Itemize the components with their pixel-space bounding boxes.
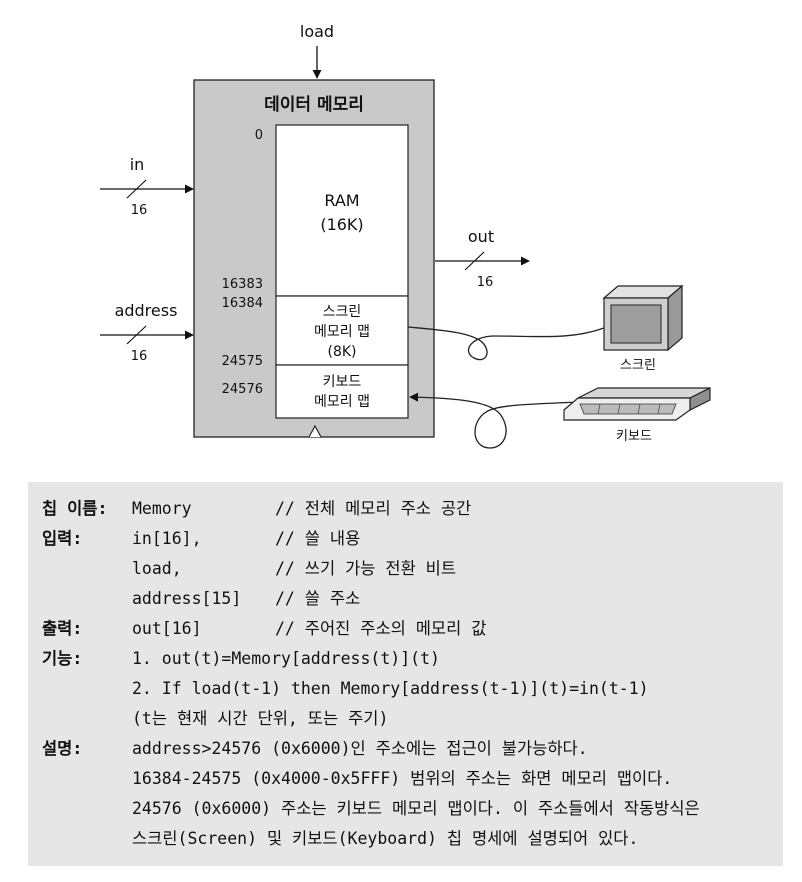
ram-size-label: (16K)	[320, 215, 363, 234]
address-16384: 16384	[222, 296, 263, 311]
spec-line: 출력: out[16] // 주어진 주소의 메모리 값	[28, 614, 783, 644]
screen-map-label-1: 스크린	[323, 304, 362, 320]
chip-title: 데이터 메모리	[264, 95, 364, 115]
spec-value: 16384-24575 (0x4000-0x5FFF) 범위의 주소는 화면 메…	[132, 769, 673, 788]
spec-line: 설명: address>24576 (0x6000)인 주소에는 접근이 불가능하…	[28, 734, 783, 764]
address-24575: 24575	[222, 354, 263, 369]
spec-line: 24576 (0x6000) 주소는 키보드 메모리 맵이다. 이 주소들에서 …	[28, 794, 783, 824]
out-bus-width: 16	[477, 275, 494, 290]
spec-value: 스크린(Screen) 및 키보드(Keyboard) 칩 명세에 설명되어 있…	[132, 829, 639, 848]
in-bus-width: 16	[131, 203, 148, 218]
spec-line: 16384-24575 (0x4000-0x5FFF) 범위의 주소는 화면 메…	[28, 764, 783, 794]
spec-value: Memory	[132, 499, 192, 518]
ram-label: RAM	[324, 191, 359, 210]
in-label: in	[130, 155, 145, 174]
screen-cable	[407, 326, 605, 361]
spec-comment: // 전체 메모리 주소 공간	[275, 499, 472, 518]
spec-key-label: 설명:	[42, 739, 83, 758]
monitor-caption: 스크린	[620, 358, 656, 373]
address-0: 0	[255, 128, 263, 143]
keyboard-map-segment	[275, 364, 409, 419]
spec-line: load, // 쓰기 가능 전환 비트	[28, 554, 783, 584]
address-label: address	[115, 301, 178, 320]
spec-value: (t는 현재 시간 단위, 또는 주기)	[132, 709, 389, 728]
spec-key-label: 입력:	[42, 529, 83, 548]
spec-line: 스크린(Screen) 및 키보드(Keyboard) 칩 명세에 설명되어 있…	[28, 824, 783, 854]
screen-map-label-3: (8K)	[327, 344, 356, 360]
keyboard-caption: 키보드	[616, 429, 652, 444]
spec-comment: // 주어진 주소의 메모리 값	[275, 619, 487, 638]
address-bus-slash	[126, 325, 147, 345]
spec-line: 2. If load(t-1) then Memory[address(t-1)…	[28, 674, 783, 704]
keyboard-map-label-2: 메모리 맵	[314, 394, 370, 410]
out-label: out	[468, 227, 494, 246]
spec-value: address[15]	[132, 589, 242, 608]
spec-value: 1. out(t)=Memory[address(t)](t)	[132, 649, 440, 668]
keyboard-icon	[563, 387, 711, 421]
spec-value: address>24576 (0x6000)인 주소에는 접근이 불가능하다.	[132, 739, 588, 758]
in-bus-slash	[126, 179, 147, 199]
spec-value: in[16],	[132, 529, 202, 548]
address-24576: 24576	[222, 382, 263, 397]
load-label: load	[300, 22, 334, 41]
spec-value: load,	[132, 559, 182, 578]
address-16383: 16383	[222, 277, 263, 292]
out-bus-slash	[464, 251, 485, 271]
spec-key-label: 출력:	[42, 619, 83, 638]
spec-line: (t는 현재 시간 단위, 또는 주기)	[28, 704, 783, 734]
spec-key-label: 기능:	[42, 649, 83, 668]
keyboard-map-label-1: 키보드	[323, 374, 362, 390]
spec-line: 칩 이름: Memory // 전체 메모리 주소 공간	[28, 494, 783, 524]
spec-comment: // 쓸 주소	[275, 589, 361, 608]
spec-comment: // 쓰기 가능 전환 비트	[275, 559, 457, 578]
keyboard-cable	[409, 392, 579, 449]
memory-diagram: 데이터 메모리 load in 16 address 16 out 16 0 1…	[100, 22, 711, 449]
spec-value: 24576 (0x6000) 주소는 키보드 메모리 맵이다. 이 주소들에서 …	[132, 799, 700, 818]
spec-comment: // 쓸 내용	[275, 529, 361, 548]
screen-map-segment	[275, 295, 409, 366]
address-bus-width: 16	[131, 349, 148, 364]
screen-map-label-2: 메모리 맵	[314, 324, 370, 340]
spec-line: 입력: in[16], // 쓸 내용	[28, 524, 783, 554]
monitor-icon	[602, 284, 684, 352]
spec-key-label: 칩 이름:	[42, 499, 108, 518]
spec-line: address[15] // 쓸 주소	[28, 584, 783, 614]
spec-value: 2. If load(t-1) then Memory[address(t-1)…	[132, 679, 649, 698]
clock-triangle	[308, 424, 322, 438]
ram-segment	[275, 124, 409, 297]
spec-value: out[16]	[132, 619, 202, 638]
spec-line: 기능: 1. out(t)=Memory[address(t)](t)	[28, 644, 783, 674]
